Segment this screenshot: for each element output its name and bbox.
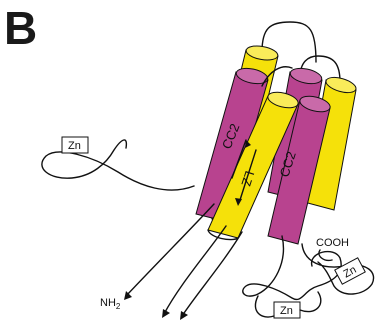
bottom-zn-connector-2 [300, 292, 321, 312]
c-terminus-label: COOH [316, 237, 349, 249]
left-zn-box: Zn [62, 137, 88, 153]
strand-nh2-1 [126, 204, 214, 296]
right-zn-box: Zn [335, 258, 365, 284]
bottom-zn-connector [255, 296, 274, 317]
panel-label: B [4, 2, 37, 54]
zn-label-bottom: Zn [280, 305, 293, 317]
n-terminus-label: NH2 [100, 297, 121, 311]
svg-text:NH2: NH2 [100, 297, 121, 311]
zn-label-left: Zn [68, 140, 81, 152]
bottom-zn-box: Zn [274, 302, 300, 318]
